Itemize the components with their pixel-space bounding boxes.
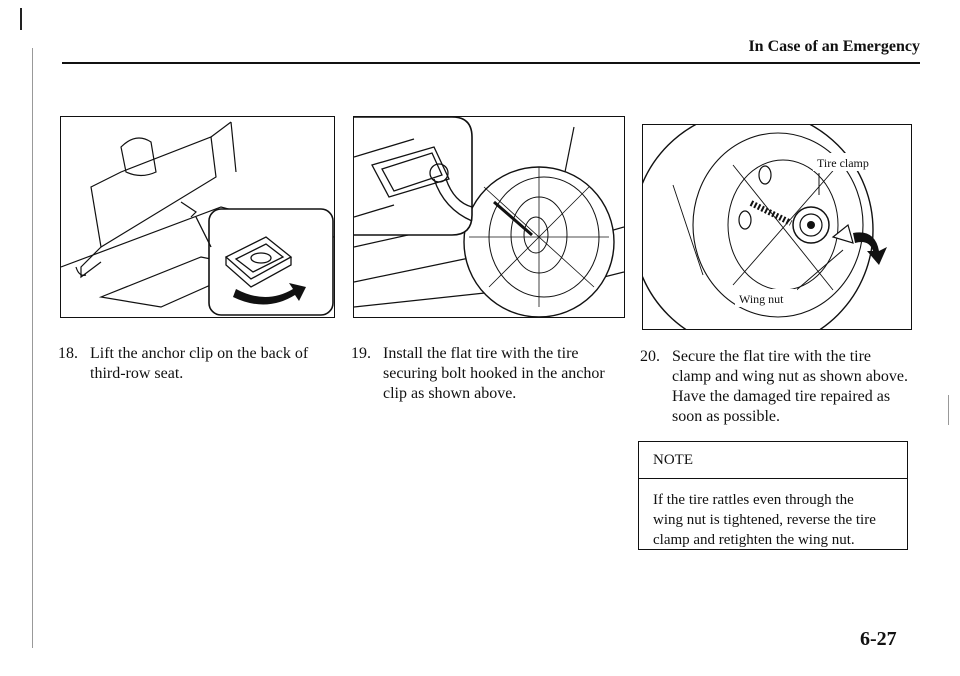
step-number: 20. [640, 348, 660, 365]
figure-install-tire [353, 116, 625, 318]
tire-clamp-label: Tire clamp [817, 156, 869, 170]
tighten-arrow-icon [853, 232, 887, 265]
tire-clamp-illustration: Tire clamp Wing nut [643, 125, 895, 329]
header-rule [62, 62, 920, 64]
step-line: third-row seat. [90, 365, 184, 382]
wing-nut-part [831, 223, 854, 244]
step-line: Install the flat tire with the tire [383, 345, 579, 362]
step-line: Lift the anchor clip on the back of [90, 345, 309, 362]
section-title: In Case of an Emergency [748, 38, 920, 55]
step-number: 18. [58, 345, 78, 362]
binding-edge-mark-top [20, 8, 22, 30]
step-text: Install the flat tire with the tire secu… [383, 344, 605, 404]
step-line: clip as shown above. [383, 385, 517, 402]
figure-tire-clamp: Tire clamp Wing nut [642, 124, 912, 330]
step-18: 18. Lift the anchor clip on the back of … [58, 344, 338, 388]
figure-anchor-clip [60, 116, 335, 318]
note-line: wing nut is tightened, reverse the tire [653, 512, 876, 528]
step-line: soon as possible. [672, 408, 780, 425]
securing-bolt [493, 200, 533, 237]
wing-nut-leader [792, 249, 844, 294]
step-line: Have the damaged tire repaired as [672, 388, 891, 405]
note-title: NOTE [653, 452, 693, 468]
note-header: NOTE [639, 442, 907, 479]
wing-nut-label: Wing nut [739, 292, 784, 306]
note-line: If the tire rattles even through the [653, 492, 854, 508]
clip-inset [354, 117, 473, 236]
step-line: securing bolt hooked in the anchor [383, 365, 605, 382]
step-19: 19. Install the flat tire with the tire … [351, 344, 641, 408]
lift-arrow-icon [233, 283, 306, 305]
binding-edge-mark-side [32, 48, 33, 648]
seat-illustration [61, 121, 334, 316]
step-text: Lift the anchor clip on the back of thir… [90, 344, 308, 384]
note-body: If the tire rattles even through the win… [653, 490, 909, 550]
page-number: 6-27 [860, 628, 897, 650]
step-number: 19. [351, 345, 371, 362]
step-text: Secure the flat tire with the tire clamp… [672, 347, 908, 427]
note-line: clamp and retighten the wing nut. [653, 532, 855, 548]
step-line: clamp and wing nut as shown above. [672, 368, 908, 385]
step-20: 20. Secure the flat tire with the tire c… [640, 347, 940, 431]
note-box: NOTE If the tire rattles even through th… [638, 441, 908, 550]
binding-edge-mark-right [948, 395, 949, 425]
step-line: Secure the flat tire with the tire [672, 348, 872, 365]
tire-install-illustration [354, 117, 624, 317]
